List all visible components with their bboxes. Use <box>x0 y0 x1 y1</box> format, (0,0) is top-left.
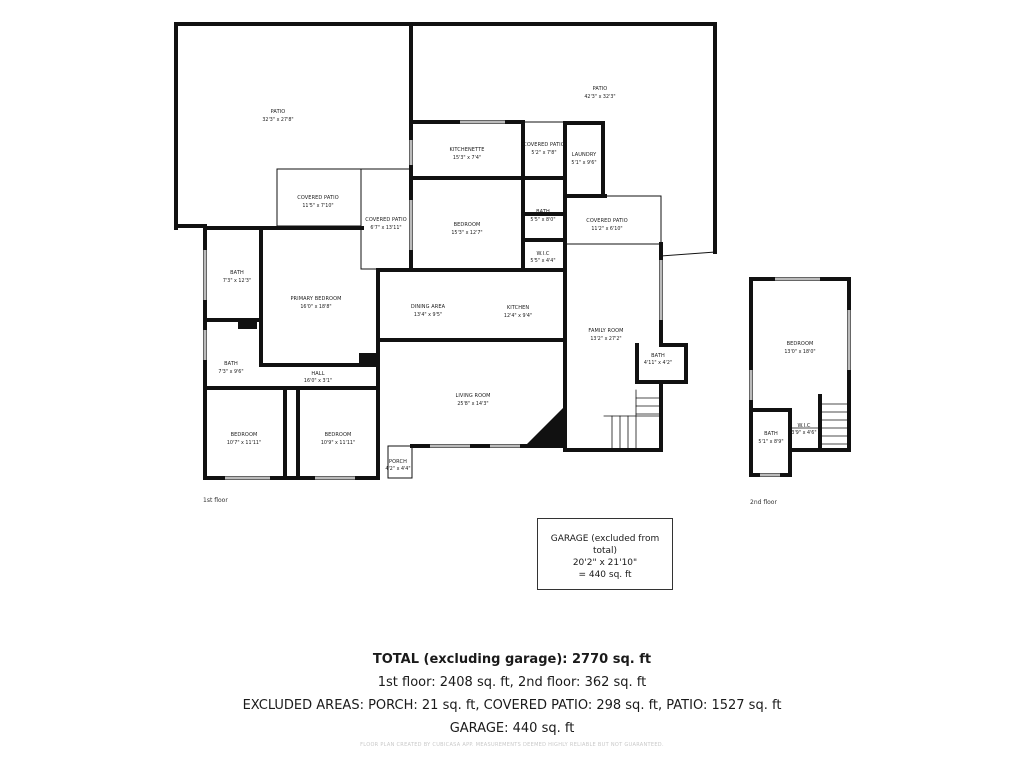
room-dim-bath-left-top: 7'3" x 12'3" <box>223 278 251 284</box>
room-dim-bath-mid: 5'5" x 8'0" <box>530 217 555 223</box>
floor-areas: 1st floor: 2408 sq. ft, 2nd floor: 362 s… <box>377 675 647 690</box>
room-name-porch: PORCH <box>389 459 407 465</box>
excluded-areas: EXCLUDED AREAS: PORCH: 21 sq. ft, COVERE… <box>242 698 782 713</box>
room-name-living: LIVING ROOM <box>455 393 490 399</box>
room-name-bath-2nd: BATH <box>764 431 778 437</box>
floor-label-first: 1st floor <box>203 497 228 504</box>
room-name-bath-small: BATH <box>651 353 665 359</box>
room-name-bedroom-bl: BEDROOM <box>231 432 258 438</box>
room-name-family-room: FAMILY ROOM <box>588 328 623 334</box>
area-summary: TOTAL (excluding garage): 2770 sq. ft 1s… <box>0 648 1024 740</box>
filled-features <box>238 319 565 446</box>
room-dim-bath-small: 4'11" x 4'2" <box>644 360 672 366</box>
room-dim-primary-bedroom: 16'0" x 18'8" <box>300 304 331 310</box>
room-dim-living: 25'8" x 14'3" <box>457 401 488 407</box>
room-name-laundry: LAUNDRY <box>572 152 597 158</box>
room-dim-covered-patio-top: 5'2" x 7'8" <box>531 150 556 156</box>
room-name-covered-patio-c: COVERED PATIO <box>586 218 627 224</box>
room-dim-laundry: 5'1" x 9'6" <box>571 160 596 166</box>
room-name-patio-left: PATIO <box>271 109 286 115</box>
room-dim-bedroom-mid: 15'3" x 12'7" <box>451 230 482 236</box>
room-name-bath-mid: BATH <box>536 209 550 215</box>
room-name-kitchen: KITCHEN <box>507 305 530 311</box>
porch-outline <box>387 445 413 479</box>
disclaimer: FLOOR PLAN CREATED BY CUBICASA APP. MEAS… <box>360 742 664 748</box>
room-name-patio-right: PATIO <box>593 86 608 92</box>
garage-dimensions: 20'2" x 21'10" <box>572 558 638 568</box>
floor-label-second: 2nd floor <box>750 499 777 506</box>
room-name-bedroom-2nd: BEDROOM <box>787 341 814 347</box>
room-dim-bedroom-bm: 10'9" x 11'11" <box>321 440 355 446</box>
patio-left-walls <box>174 22 413 230</box>
room-dim-porch: 4'2" x 4'4" <box>385 466 410 472</box>
stairs-second <box>789 403 850 445</box>
floor-plan: PATIO 32'3" x 27'8" PATIO 42'3" x 32'3" … <box>174 22 851 480</box>
room-dim-covered-patio-c: 11'2" x 6'10" <box>591 226 622 232</box>
room-name-primary-bedroom: PRIMARY BEDROOM <box>290 296 341 302</box>
room-name-covered-patio-top: COVERED PATIO <box>523 142 564 148</box>
garage-box: GARAGE (excluded from total) 20'2" x 21'… <box>537 518 673 590</box>
room-dim-kitchenette: 15'3" x 7'4" <box>453 155 481 161</box>
room-name-bedroom-mid: BEDROOM <box>454 222 481 228</box>
room-name-covered-patio-b: COVERED PATIO <box>365 217 406 223</box>
room-dim-bath-2nd: 5'1" x 8'9" <box>758 439 783 445</box>
room-name-bedroom-bm: BEDROOM <box>325 432 352 438</box>
patio-right-walls <box>409 22 717 254</box>
total-area: TOTAL (excluding garage): 2770 sq. ft <box>372 652 652 667</box>
room-name-dining: DINING AREA <box>411 304 446 310</box>
room-dim-covered-patio-b: 6'7" x 13'11" <box>370 225 401 231</box>
room-name-wic-2nd: W.I.C <box>797 423 810 429</box>
room-name-bath-left-bottom: BATH <box>224 361 238 367</box>
garage-title: GARAGE (excluded from total) <box>550 534 660 556</box>
garage-area: = 440 sq. ft <box>578 570 632 580</box>
room-dim-family-room: 13'2" x 27'2" <box>590 336 621 342</box>
room-dim-bath-left-bottom: 7'3" x 9'6" <box>218 369 243 375</box>
room-name-hall: HALL <box>311 371 324 377</box>
room-dim-dining: 13'4" x 9'5" <box>414 312 442 318</box>
second-floor-walls <box>749 277 851 477</box>
room-name-wic-mid: W.I.C <box>536 251 549 257</box>
room-dim-bedroom-bl: 10'7" x 11'11" <box>227 440 261 446</box>
room-name-covered-patio-a: COVERED PATIO <box>297 195 338 201</box>
room-dim-bedroom-2nd: 13'0" x 18'0" <box>784 349 815 355</box>
windows <box>203 120 851 480</box>
room-dim-covered-patio-a: 11'5" x 7'10" <box>302 203 333 209</box>
room-name-kitchenette: KITCHENETTE <box>449 147 484 153</box>
room-name-bath-left-top: BATH <box>230 270 244 276</box>
room-dim-patio-left: 32'3" x 27'8" <box>262 117 293 123</box>
room-dim-kitchen: 12'4" x 9'4" <box>504 313 532 319</box>
room-dim-patio-right: 42'3" x 32'3" <box>584 94 615 100</box>
room-dim-wic-2nd: 3'9" x 4'6" <box>791 430 816 436</box>
stairs-first <box>603 389 662 451</box>
room-dim-hall: 16'0" x 3'1" <box>304 378 332 384</box>
room-dim-wic-mid: 5'5" x 4'4" <box>530 258 555 264</box>
garage-area-summary: GARAGE: 440 sq. ft <box>449 721 575 736</box>
